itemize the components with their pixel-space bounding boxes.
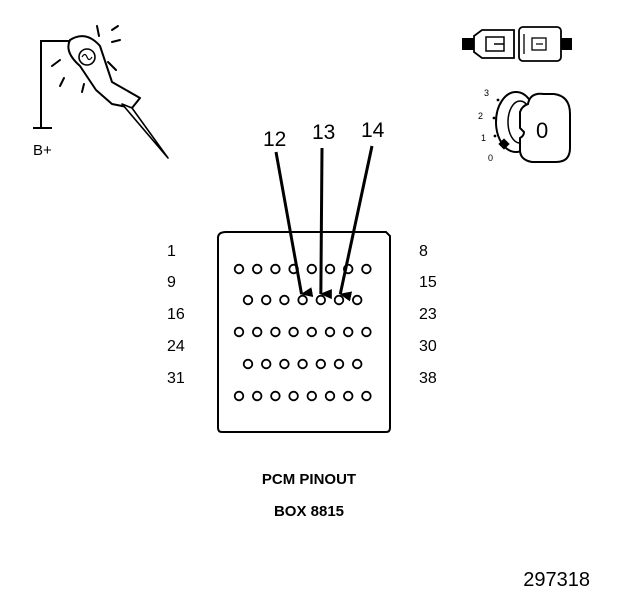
ignition-position-2: 2 [478, 111, 483, 121]
pin-14 [333, 294, 345, 306]
pin-1 [233, 263, 245, 275]
row-start-label: 9 [167, 274, 176, 291]
row-labels: 1 8 9 15 16 23 24 30 31 38 [167, 243, 437, 387]
pin-35 [306, 390, 318, 402]
callout-arrow-12 [274, 151, 314, 298]
pin-24 [242, 358, 254, 370]
pin-30 [352, 358, 363, 370]
pin-28 [315, 358, 327, 370]
pin-grid [233, 263, 372, 402]
pin-13 [315, 294, 327, 306]
pin-9 [242, 294, 254, 306]
pin-5 [306, 263, 318, 275]
pin-6 [324, 263, 336, 275]
pin-36 [324, 390, 336, 402]
ignition-position-3: 3 [484, 88, 489, 98]
pin-25 [261, 358, 272, 370]
pin-15 [352, 294, 363, 306]
pin-32 [252, 390, 263, 402]
pin-19 [288, 326, 299, 338]
pin-23 [361, 326, 372, 338]
row-end-label: 8 [419, 243, 428, 260]
ignition-key-label: 0 [536, 118, 548, 143]
callout-arrow-14 [338, 145, 374, 302]
row-end-label: 30 [419, 338, 437, 355]
row-end-label: 38 [419, 370, 437, 387]
pin-2 [252, 263, 263, 275]
test-light-icon [33, 25, 169, 159]
ignition-key-icon [492, 91, 571, 163]
pcm-connector-outline [217, 231, 391, 433]
pin-8 [361, 263, 372, 275]
row-end-label: 23 [419, 306, 437, 323]
row-start-label: 31 [167, 370, 185, 387]
pin-26 [279, 358, 290, 370]
pin-34 [288, 390, 299, 402]
pin-37 [343, 390, 354, 402]
callout-arrow-13 [319, 147, 332, 300]
ignition-position-1: 1 [481, 133, 486, 143]
supply-label: B+ [33, 142, 52, 159]
row-start-label: 24 [167, 338, 185, 355]
callout-14: 14 [361, 119, 385, 142]
pin-10 [261, 294, 272, 306]
pin-12 [297, 294, 308, 306]
row-end-label: 15 [419, 274, 437, 291]
diagram-title: PCM PINOUT [262, 471, 356, 488]
callout-12: 12 [263, 128, 286, 151]
pin-38 [361, 390, 372, 402]
pin-11 [279, 294, 290, 306]
row-start-label: 16 [167, 306, 185, 323]
pin-29 [333, 358, 345, 370]
pin-27 [297, 358, 308, 370]
pin-33 [270, 390, 281, 402]
pin-17 [252, 326, 263, 338]
ignition-position-0: 0 [488, 153, 493, 163]
connector-disconnect-icon [462, 26, 572, 62]
diagram-subtitle: BOX 8815 [274, 503, 344, 520]
pin-16 [233, 326, 245, 338]
pin-31 [233, 390, 245, 402]
pin-21 [324, 326, 336, 338]
pin-22 [343, 326, 354, 338]
pin-18 [270, 326, 281, 338]
callout-arrows [274, 145, 374, 302]
pin-20 [306, 326, 318, 338]
callout-13: 13 [312, 121, 335, 144]
pin-3 [270, 263, 281, 275]
row-start-label: 1 [167, 243, 176, 260]
figure-number: 297318 [523, 569, 590, 591]
